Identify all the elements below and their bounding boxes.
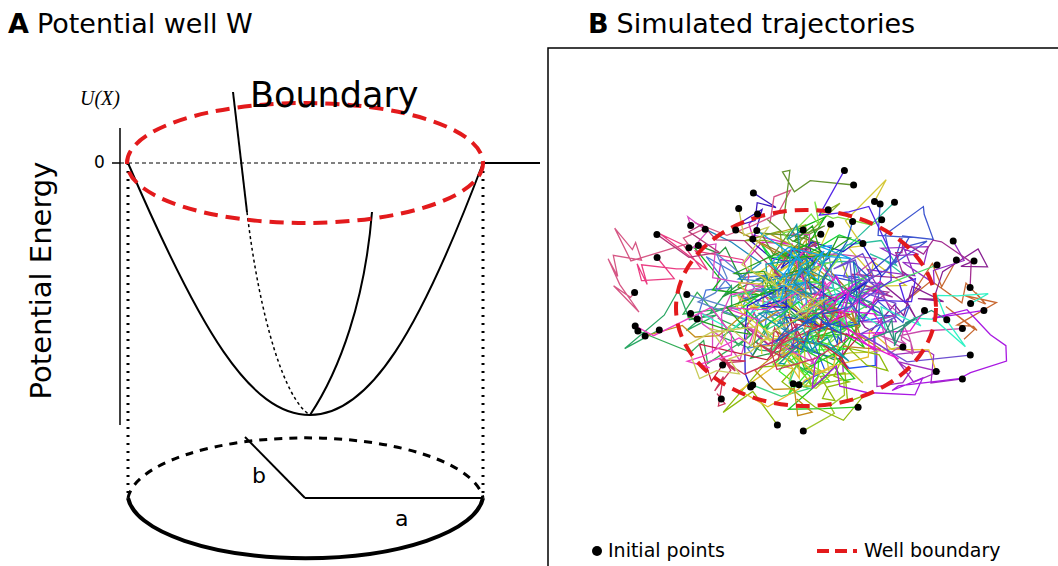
initial-point bbox=[959, 375, 966, 382]
initial-point bbox=[654, 254, 661, 261]
panel-letter: A bbox=[8, 10, 29, 37]
initial-point bbox=[719, 362, 726, 369]
potential-well bbox=[112, 92, 540, 558]
initial-point bbox=[959, 325, 966, 332]
initial-point bbox=[796, 381, 803, 388]
initial-point bbox=[685, 244, 692, 251]
initial-point bbox=[800, 427, 807, 434]
initial-point bbox=[694, 316, 701, 323]
initial-point bbox=[750, 189, 757, 196]
initial-point bbox=[877, 201, 884, 208]
panel-title: Simulated trajectories bbox=[617, 10, 916, 37]
legend-text: Initial points bbox=[608, 541, 725, 560]
legend-ground bbox=[580, 535, 1050, 565]
panel-frame bbox=[548, 48, 1058, 566]
trajectory bbox=[863, 241, 965, 322]
initial-point bbox=[653, 231, 660, 238]
initial-point bbox=[950, 238, 957, 245]
axis-title: Potential Energy bbox=[28, 161, 57, 399]
initial-point bbox=[695, 242, 702, 249]
initial-point bbox=[921, 307, 928, 314]
legend-dash bbox=[817, 549, 857, 553]
initial-point bbox=[656, 326, 663, 333]
initial-point bbox=[841, 167, 848, 174]
trajectory bbox=[715, 324, 848, 406]
initial-point bbox=[934, 262, 941, 269]
initial-point bbox=[749, 236, 756, 243]
trajectory bbox=[635, 250, 833, 368]
initial-point bbox=[850, 182, 857, 189]
initial-point bbox=[967, 284, 974, 291]
initial-point bbox=[687, 310, 694, 317]
initial-point bbox=[642, 333, 649, 340]
initial-point bbox=[967, 300, 974, 307]
initial-point bbox=[817, 231, 824, 238]
initial-points bbox=[631, 167, 987, 435]
well-boundary bbox=[676, 210, 936, 406]
initial-point bbox=[732, 226, 739, 233]
initial-point bbox=[687, 222, 694, 229]
trajectory bbox=[776, 222, 870, 350]
panel-title: Potential well W bbox=[37, 10, 253, 37]
initial-point bbox=[967, 352, 974, 359]
initial-point bbox=[825, 206, 832, 213]
initial-point bbox=[800, 227, 807, 234]
initial-point bbox=[753, 227, 760, 234]
initial-point bbox=[878, 216, 885, 223]
initial-point bbox=[855, 404, 862, 411]
tick-label: 0 bbox=[94, 154, 105, 171]
initial-point bbox=[632, 322, 639, 329]
initial-point bbox=[827, 221, 834, 228]
initial-point bbox=[953, 257, 960, 264]
initial-point bbox=[891, 199, 898, 206]
legend-text: Well boundary bbox=[864, 541, 1001, 560]
initial-point bbox=[933, 368, 940, 375]
initial-point bbox=[859, 240, 866, 247]
initial-point bbox=[735, 205, 742, 212]
trajectory bbox=[687, 208, 827, 378]
panel-letter: B bbox=[588, 10, 609, 37]
trajectory bbox=[759, 225, 849, 364]
dimension-label: b bbox=[252, 465, 266, 487]
initial-point bbox=[754, 211, 761, 218]
initial-point bbox=[899, 343, 906, 350]
initial-point bbox=[683, 291, 690, 298]
dimension-label: a bbox=[395, 508, 408, 530]
initial-point bbox=[943, 316, 950, 323]
initial-point bbox=[774, 421, 781, 428]
axis-label: U(X) bbox=[80, 88, 120, 108]
legend-dot bbox=[592, 546, 602, 556]
initial-point bbox=[702, 226, 709, 233]
initial-point bbox=[971, 257, 978, 264]
initial-point bbox=[747, 384, 754, 391]
initial-point bbox=[980, 307, 987, 314]
well-boundary bbox=[127, 103, 483, 223]
trajectories bbox=[608, 170, 1006, 431]
initial-point bbox=[849, 218, 856, 225]
trajectory bbox=[834, 254, 971, 362]
initial-point bbox=[718, 395, 725, 402]
initial-point bbox=[631, 289, 638, 296]
region-label: Boundary bbox=[250, 78, 419, 113]
